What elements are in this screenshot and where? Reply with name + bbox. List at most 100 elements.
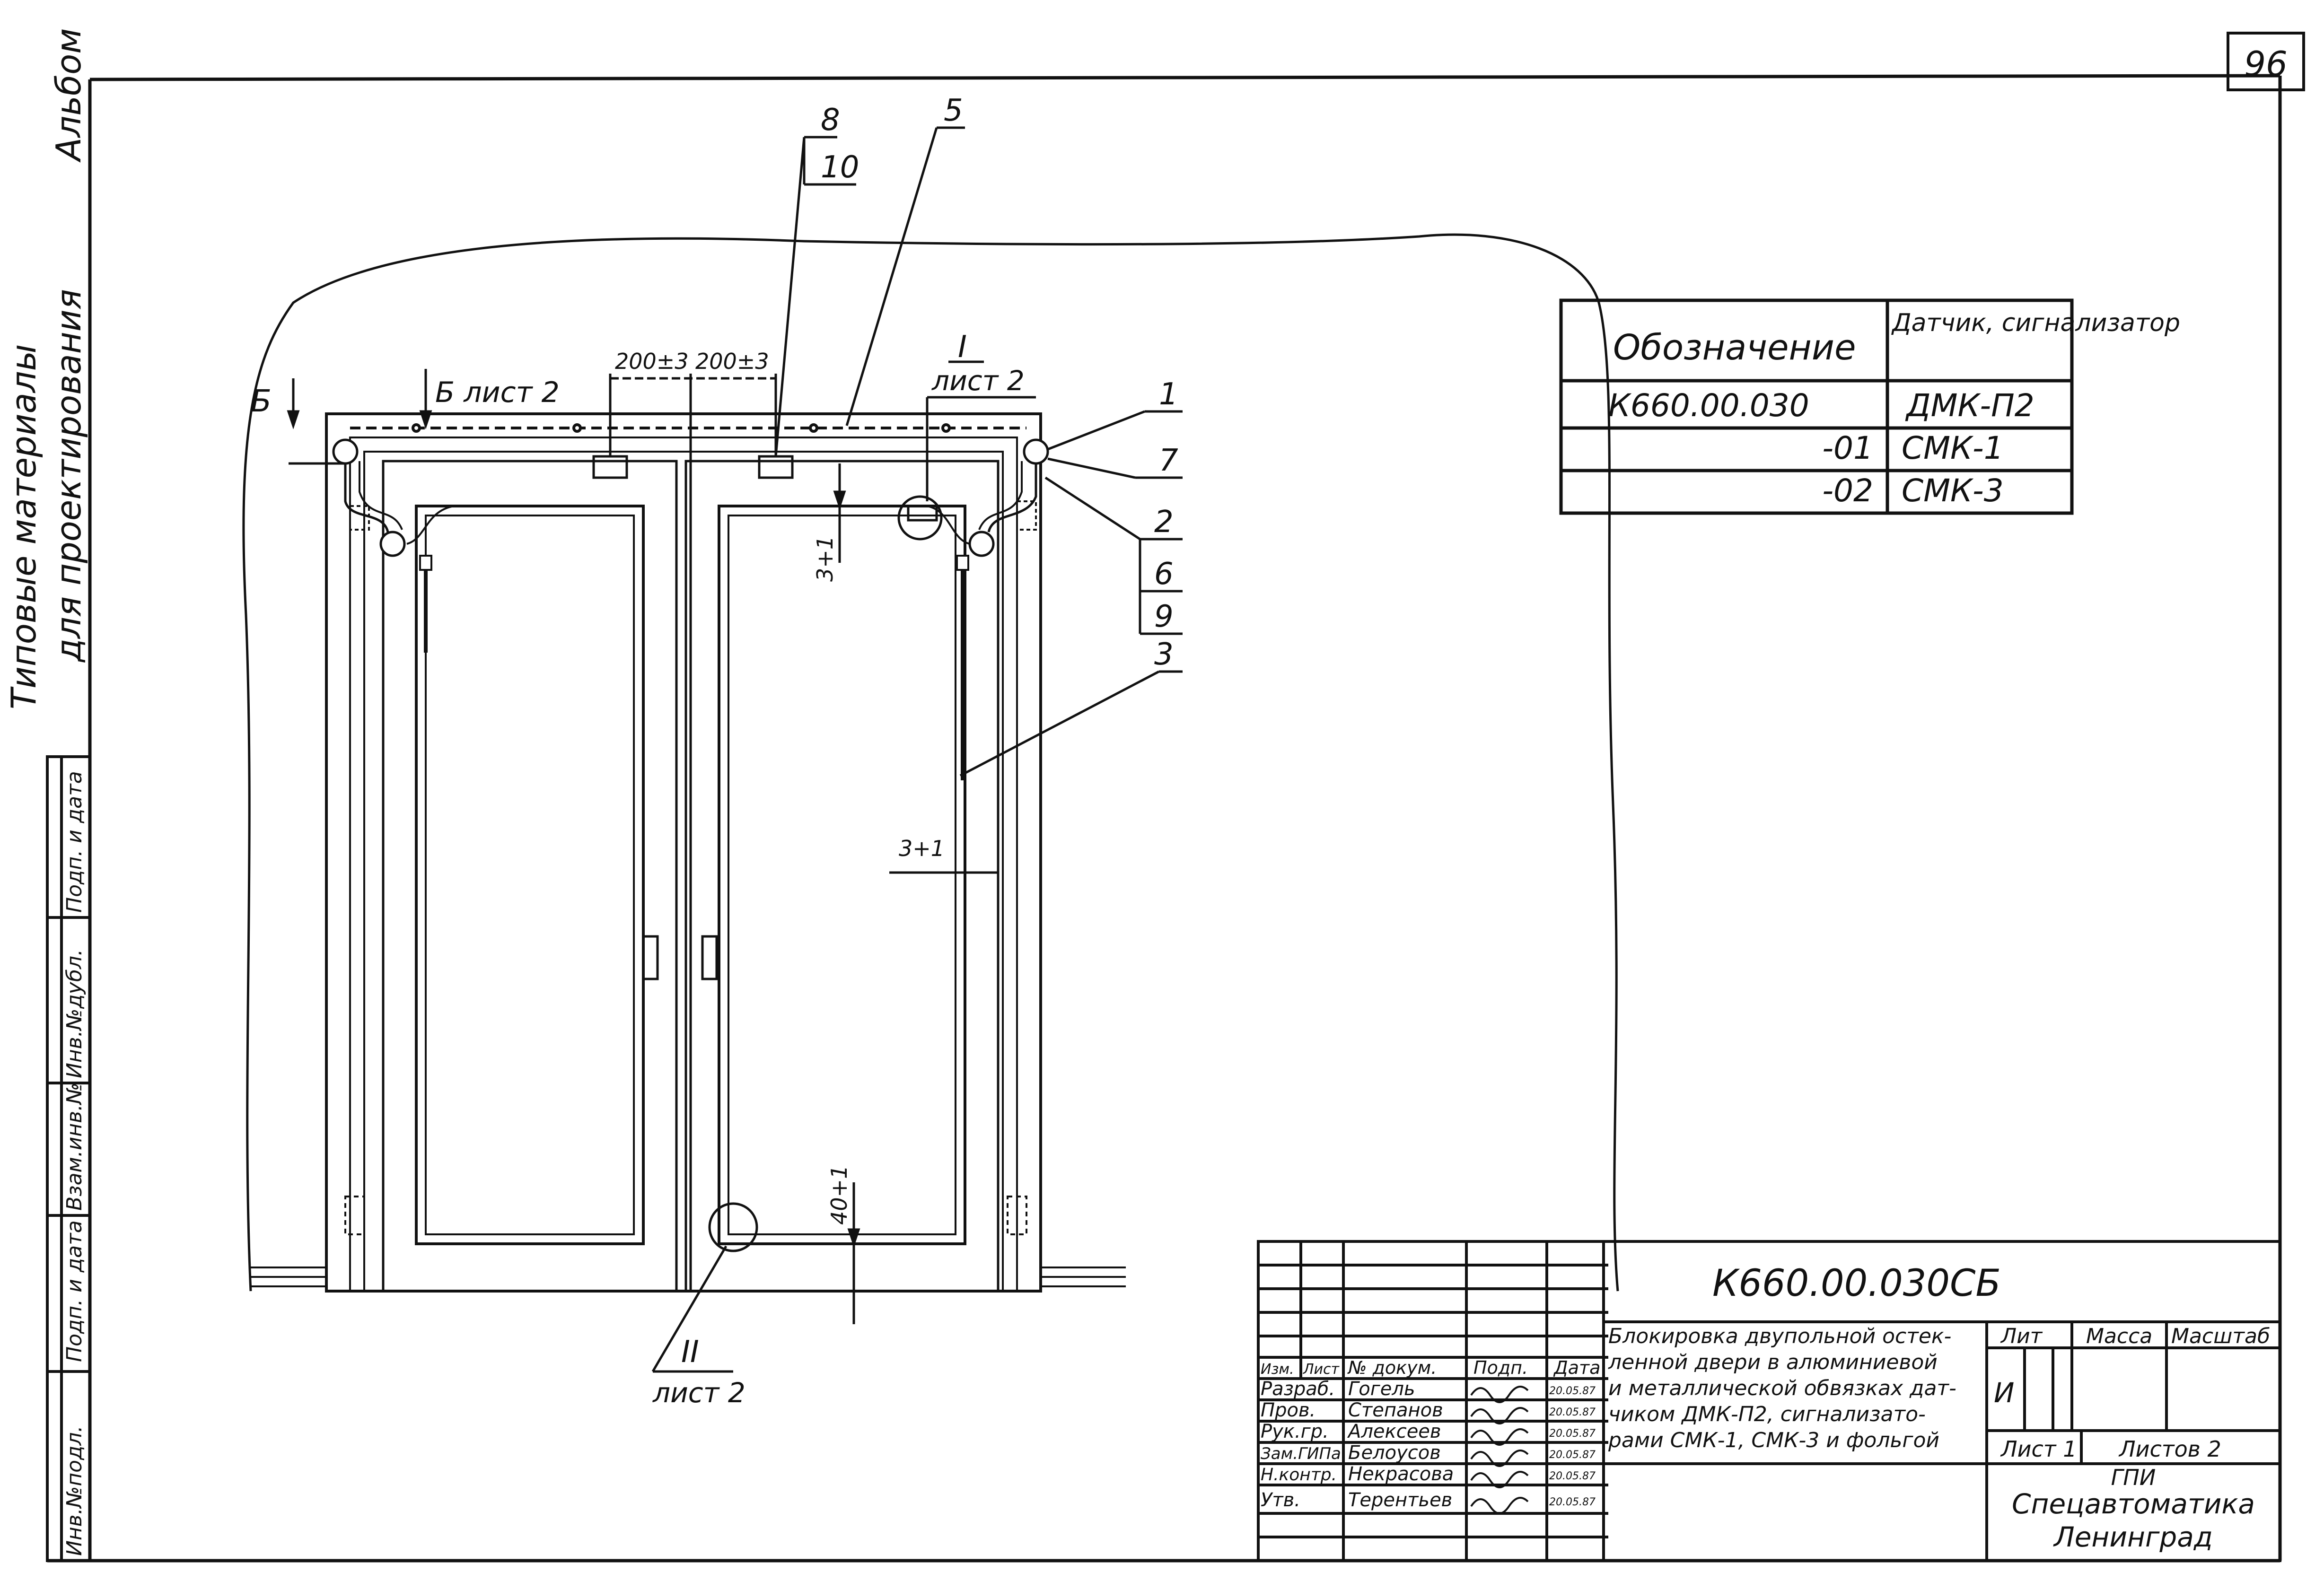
- tb-header-list: Лист: [1303, 1361, 1340, 1378]
- tb-role-4: Зам.ГИПа: [1261, 1444, 1341, 1463]
- view-i-ref: лист 2: [931, 365, 1025, 397]
- signature-marks: [1470, 1386, 1529, 1514]
- callout-10: 10: [821, 150, 859, 185]
- tb-role-1: Разраб.: [1261, 1378, 1335, 1400]
- spec-row3-code: -02: [1822, 472, 1873, 509]
- section-b-marker: Б: [251, 384, 272, 419]
- handle-right: [701, 935, 718, 980]
- spec-table: Обозначение Датчик, сигнализатор К660.00…: [1559, 298, 2180, 515]
- flex-lead-right-2: [978, 461, 1023, 530]
- flex-lead-right: [987, 463, 1037, 533]
- right-door-leaf: [684, 460, 1000, 1293]
- spec-row2-code: -01: [1822, 430, 1873, 466]
- tb-sheets-label: Листов 2: [2118, 1436, 2221, 1462]
- sensor-left: [592, 455, 628, 479]
- baseboard-left: [251, 1267, 326, 1287]
- tb-scale-label: Масштаб: [2171, 1324, 2270, 1348]
- tb-date-4: 20.05.87: [1549, 1449, 1596, 1461]
- baseboard-right: [1041, 1267, 1126, 1287]
- tb-name-1: Гогель: [1348, 1378, 1415, 1400]
- side-album-label: Альбом: [49, 28, 88, 163]
- flex-lead-left-2: [359, 461, 403, 530]
- page-number: 96: [2244, 44, 2288, 84]
- view-ii-label: II: [681, 1335, 699, 1370]
- handle-left: [642, 935, 659, 980]
- side-stamp-dup: Инв.№дубл.: [62, 949, 87, 1078]
- callout-9: 9: [1154, 599, 1174, 634]
- tb-header-izm: Изм.: [1261, 1361, 1294, 1378]
- connector-top-left: [332, 438, 359, 465]
- callout-labels: 8 10 5 1 7 2 6 9 3 Б Б лист 2 I лист 2 I…: [251, 93, 1178, 1409]
- description-line5: рами СМК-1, СМК-3 и фольгой: [1608, 1428, 1939, 1452]
- hinge-top-left: [349, 505, 370, 531]
- door-frame-inner2: [363, 451, 1004, 1292]
- view-ii-circle: [708, 1202, 758, 1252]
- dim-200-left: 200±3: [615, 349, 689, 374]
- hinge-bottom-left: [344, 1196, 365, 1235]
- hinge-top-right: [1016, 500, 1037, 531]
- tb-name-2: Степанов: [1348, 1399, 1443, 1421]
- description-line1: Блокировка двупольной остек-: [1608, 1324, 1951, 1348]
- flex-lead-left: [344, 463, 389, 533]
- side-stamp-inv: Инв.№подл.: [62, 1425, 87, 1556]
- tb-date-1: 20.05.87: [1549, 1385, 1596, 1397]
- connector-top-right: [1023, 438, 1049, 465]
- page-number-box: 96: [2227, 32, 2305, 91]
- dim-40: 40+1: [826, 1165, 852, 1225]
- tb-role-5: Н.контр.: [1261, 1465, 1337, 1485]
- tb-org-line2: Спецавтоматика: [2012, 1488, 2255, 1520]
- wall-break-line: [242, 233, 1619, 1292]
- spec-row2-device: СМК-1: [1902, 430, 2004, 466]
- tb-role-3: Рук.гр.: [1261, 1421, 1329, 1442]
- side-stamp-sign1: Подп. и дата: [62, 1220, 87, 1362]
- tb-org-line3: Ленинград: [2053, 1521, 2213, 1553]
- tb-sheet-label: Лист 1: [2000, 1436, 2077, 1462]
- tb-lit-value: И: [1994, 1377, 2014, 1409]
- spec-row1-code: К660.00.030: [1608, 387, 1809, 424]
- tb-org-line1: ГПИ: [2111, 1465, 2156, 1490]
- tb-roles: Разраб. Гогель 20.05.87 Пров. Степанов 2…: [1261, 1378, 1596, 1511]
- tb-name-3: Алексеев: [1347, 1421, 1441, 1442]
- spec-row3-device: СМК-3: [1902, 472, 2004, 509]
- hinge-bottom-right: [1007, 1196, 1027, 1235]
- callout-8: 8: [821, 103, 840, 138]
- view-i-label: I: [958, 330, 967, 365]
- side-series-title: Типовые материалы для проектирования Аль…: [4, 28, 88, 709]
- callout-7: 7: [1159, 443, 1178, 478]
- callout-6: 6: [1154, 557, 1174, 592]
- connector-mid-left: [379, 531, 406, 557]
- tb-role-6: Утв.: [1261, 1489, 1300, 1511]
- dim-3-right: 3+1: [899, 836, 945, 861]
- side-title-line2: для проектирования: [49, 289, 88, 663]
- section-b-ref: Б лист 2: [435, 376, 560, 409]
- tb-role-2: Пров.: [1261, 1399, 1315, 1421]
- dim-3-top: 3+1: [812, 536, 838, 582]
- description-line3: и металлической обвязках дат-: [1608, 1376, 1956, 1400]
- side-stamp-sign2: Подп. и дата: [62, 771, 87, 913]
- spec-header-designation: Обозначение: [1613, 327, 1856, 368]
- flex-lead-left-top: [406, 505, 615, 545]
- tb-date-3: 20.05.87: [1549, 1428, 1596, 1440]
- callout-5: 5: [944, 93, 963, 128]
- door-frame-inner: [349, 437, 1018, 1292]
- tb-mass-label: Масса: [2086, 1324, 2152, 1348]
- tb-name-6: Терентьев: [1348, 1489, 1452, 1511]
- tb-date-2: 20.05.87: [1549, 1406, 1596, 1418]
- side-stamp-replace: Взам.инв.№: [62, 1083, 87, 1211]
- side-title-line1: Типовые материалы: [4, 344, 44, 709]
- callout-2: 2: [1154, 505, 1174, 540]
- sensor-right: [758, 455, 794, 479]
- doc-code: К660.00.030СБ: [1712, 1262, 2001, 1305]
- signaller-i: [907, 505, 938, 522]
- dim-200-right: 200±3: [695, 349, 769, 374]
- annotation-lines: [287, 126, 1183, 1373]
- view-i-circle: [897, 495, 943, 541]
- tb-name-5: Некрасова: [1348, 1463, 1454, 1485]
- callout-3: 3: [1154, 637, 1174, 672]
- tb-name-4: Белоусов: [1348, 1442, 1441, 1464]
- description-line4: чиком ДМК-П2, сигнализато-: [1608, 1402, 1926, 1426]
- spec-header-sensor: Датчик, сигнализатор: [1891, 309, 2180, 337]
- tb-header-sign: Подп.: [1473, 1357, 1528, 1378]
- tb-date-6: 20.05.87: [1549, 1496, 1596, 1508]
